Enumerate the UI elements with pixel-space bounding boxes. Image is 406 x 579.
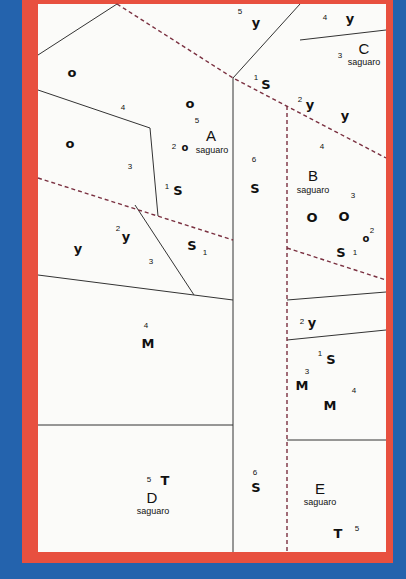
piece-letter: S bbox=[336, 246, 345, 259]
piece-letter: y bbox=[122, 230, 130, 243]
piece-number: 4 bbox=[121, 104, 125, 112]
region-name: saguaro bbox=[348, 58, 381, 67]
paper-sheet bbox=[38, 4, 386, 552]
piece-letter: M bbox=[324, 399, 337, 412]
region-letter: A bbox=[206, 128, 216, 143]
region-name: saguaro bbox=[304, 498, 337, 507]
piece-number: 5 bbox=[195, 117, 199, 125]
piece-letter: O bbox=[338, 210, 349, 223]
piece-lines bbox=[38, 4, 386, 552]
piece-number: 2 bbox=[370, 227, 374, 235]
piece-letter: S bbox=[187, 239, 196, 252]
red-backing bbox=[22, 0, 393, 563]
region-name: saguaro bbox=[137, 507, 170, 516]
piece-letter: y bbox=[341, 109, 349, 122]
piece-letter: y bbox=[74, 242, 82, 255]
piece-letter: S bbox=[261, 78, 270, 91]
piece-letter: o bbox=[66, 137, 75, 150]
region-letter: E bbox=[315, 481, 325, 496]
piece-number: 5 bbox=[238, 8, 242, 16]
piece-number: 4 bbox=[320, 143, 324, 151]
piece-letter: S bbox=[326, 353, 335, 366]
piece-number: 1 bbox=[254, 74, 258, 82]
region-name: saguaro bbox=[297, 186, 330, 195]
piece-number: 1 bbox=[165, 183, 169, 191]
piece-number: 3 bbox=[128, 163, 132, 171]
piece-letter: o bbox=[68, 66, 77, 79]
piece-letter: O bbox=[306, 211, 317, 224]
piece-number: 3 bbox=[305, 368, 309, 376]
piece-number: 3 bbox=[149, 258, 153, 266]
piece-number: 2 bbox=[116, 225, 120, 233]
piece-number: 2 bbox=[300, 318, 304, 326]
piece-letter: y bbox=[252, 16, 260, 29]
piece-letter: y bbox=[308, 316, 316, 329]
piece-letter: S bbox=[251, 481, 260, 494]
piece-letter: T bbox=[161, 474, 170, 487]
fold-lines bbox=[38, 4, 386, 552]
piece-letter: y bbox=[306, 98, 314, 111]
piece-number: 5 bbox=[147, 476, 151, 484]
piece-letter: y bbox=[346, 12, 354, 25]
piece-number: 3 bbox=[338, 52, 342, 60]
piece-letter: o bbox=[186, 97, 195, 110]
piece-number: 1 bbox=[203, 249, 207, 257]
piece-number: 6 bbox=[252, 156, 256, 164]
piece-number: 6 bbox=[253, 469, 257, 477]
piece-number: 4 bbox=[323, 14, 327, 22]
region-name: saguaro bbox=[196, 146, 229, 155]
region-letter: C bbox=[359, 41, 370, 56]
piece-number: 5 bbox=[355, 525, 359, 533]
region-letter: B bbox=[308, 168, 318, 183]
piece-number: 1 bbox=[353, 249, 357, 257]
piece-letter: S bbox=[173, 184, 182, 197]
piece-letter: o bbox=[182, 143, 189, 153]
piece-letter: S bbox=[250, 182, 259, 195]
piece-number: 2 bbox=[172, 143, 176, 151]
piece-letter: M bbox=[296, 379, 309, 392]
piece-number: 1 bbox=[318, 350, 322, 358]
piece-number: 2 bbox=[298, 96, 302, 104]
piece-letter: o bbox=[363, 234, 370, 244]
piece-letter: M bbox=[142, 337, 155, 350]
piece-number: 4 bbox=[144, 322, 148, 330]
region-letter: D bbox=[147, 490, 158, 505]
piece-number: 3 bbox=[351, 192, 355, 200]
piece-letter: T bbox=[334, 527, 343, 540]
piece-number: 4 bbox=[352, 387, 356, 395]
